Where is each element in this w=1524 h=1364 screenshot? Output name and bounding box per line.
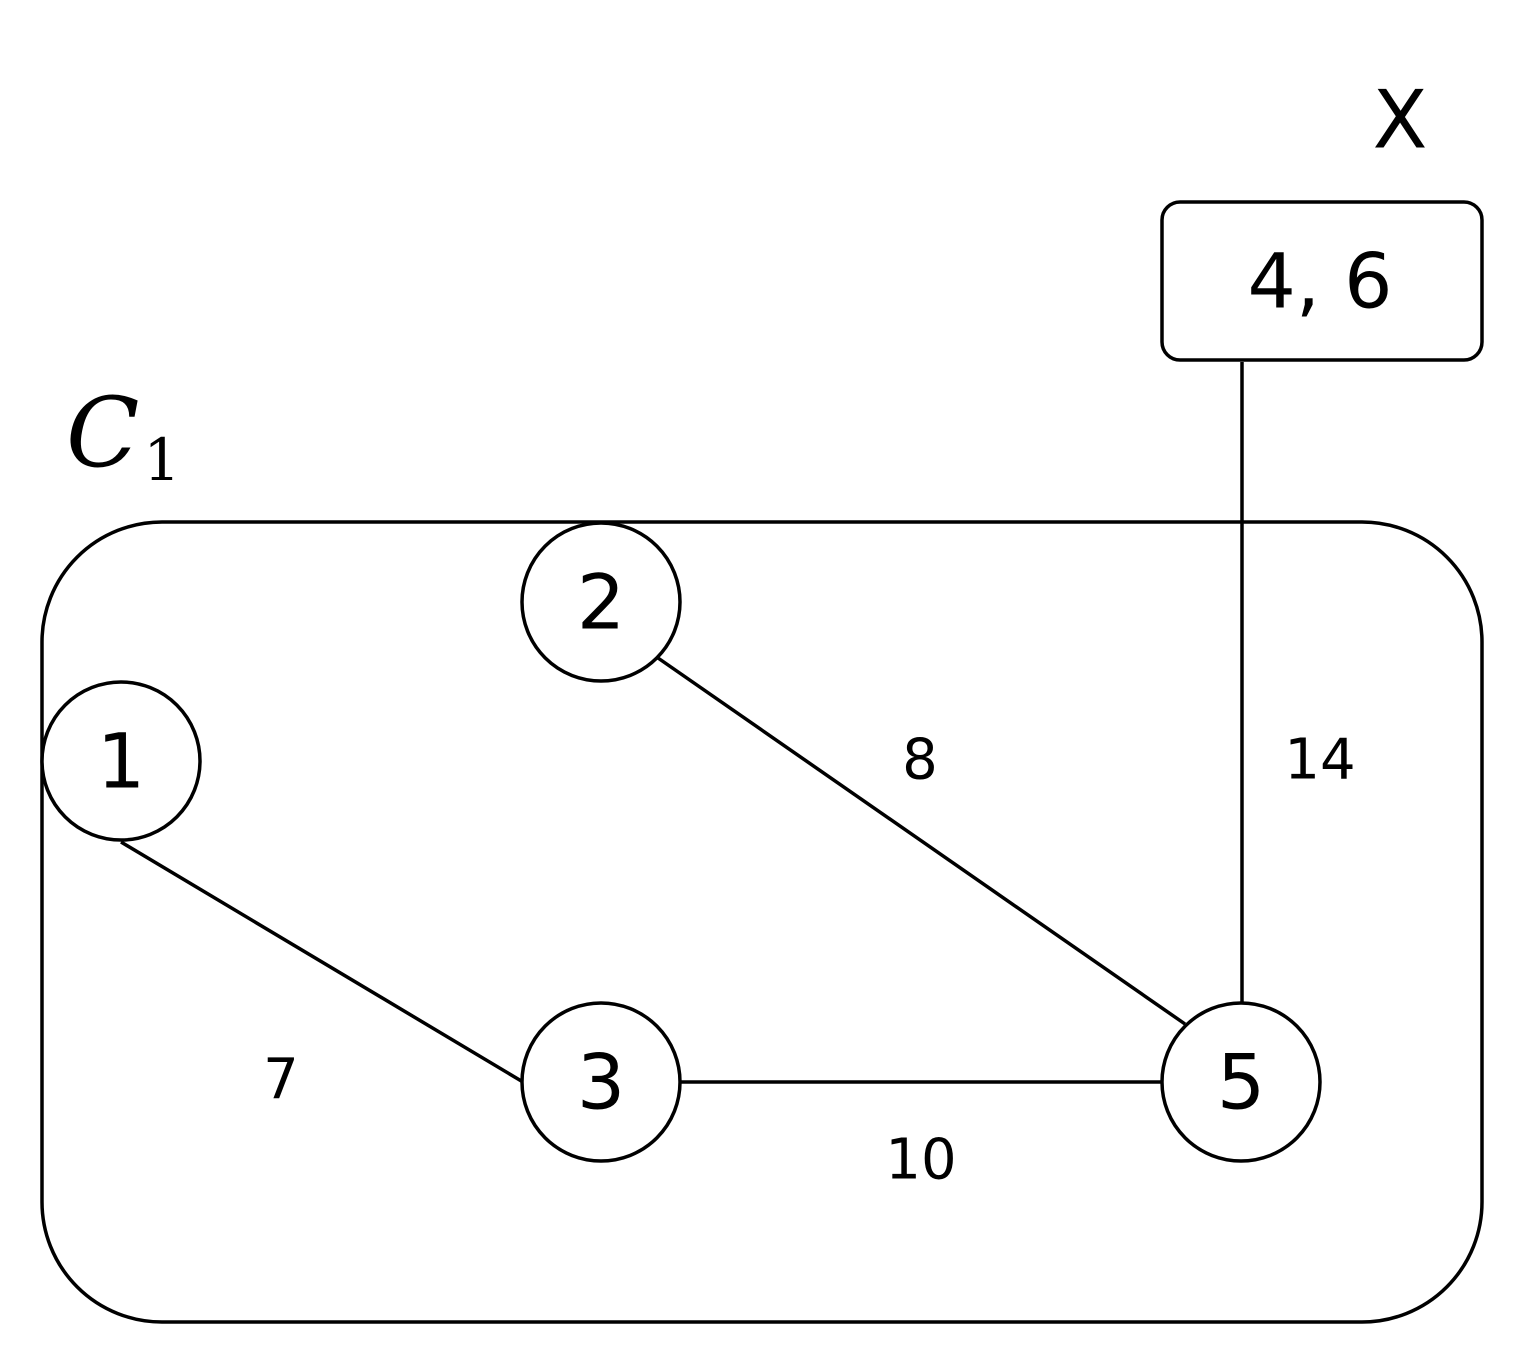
edge-label-1-3: 7 [263,1048,299,1113]
node-1-label: 1 [97,717,145,806]
node-3-label: 3 [577,1038,625,1127]
external-node-label: 4, 6 [1247,237,1392,326]
cluster-label-subscript: 1 [143,426,180,494]
node-5-label: 5 [1217,1038,1265,1127]
edge-1-3 [120,840,524,1084]
external-set-label: X [1373,74,1428,167]
node-3: 3 [520,1001,682,1163]
external-node-box [1160,200,1484,362]
node-5-circle [1160,1001,1322,1163]
cluster-boundary [40,520,1484,1324]
edge-label-3-5: 10 [885,1128,956,1193]
cluster-label-main: C [66,377,139,489]
node-1-circle [40,680,202,842]
edge-label-2-5: 8 [902,728,938,793]
node-2: 2 [520,521,682,683]
node-5: 5 [1160,1001,1322,1163]
cluster-label: C1 [66,377,180,494]
edge-2-5 [657,656,1186,1026]
edge-label-5-x: 14 [1284,728,1355,793]
node-1: 1 [40,680,202,842]
node-2-label: 2 [577,558,625,647]
node-2-circle [520,521,682,683]
node-3-circle [520,1001,682,1163]
